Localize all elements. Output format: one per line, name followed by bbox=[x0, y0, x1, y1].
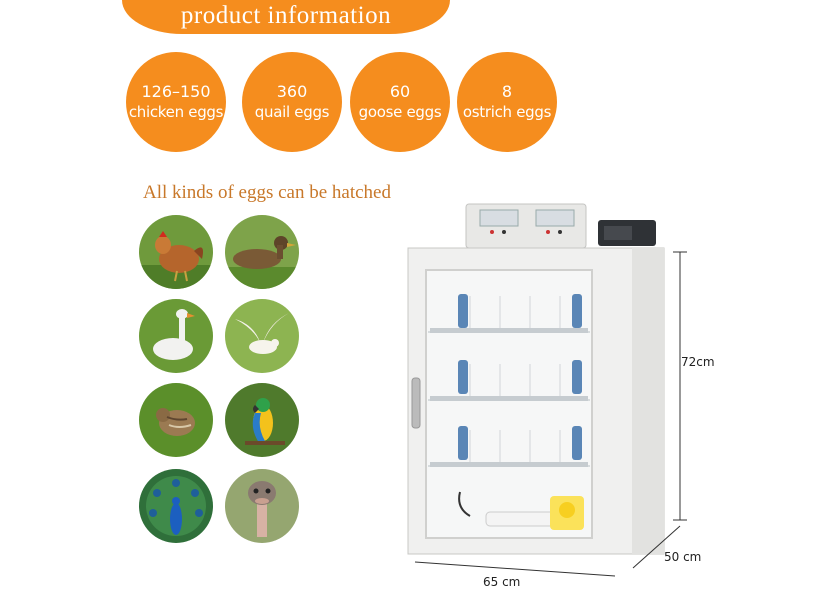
parrot-image bbox=[225, 383, 299, 457]
quail-image bbox=[139, 383, 213, 457]
depth-dimension: 50 cm bbox=[664, 550, 702, 564]
header-banner bbox=[122, 0, 450, 34]
subheading: All kinds of eggs can be hatched bbox=[143, 182, 391, 203]
height-dimension: 72cm bbox=[681, 355, 715, 369]
pigeon-image bbox=[225, 299, 299, 373]
peacock-image bbox=[139, 469, 213, 543]
ostrich-image bbox=[225, 469, 299, 543]
capacity-count: 360 bbox=[276, 82, 308, 101]
capacity-label: goose eggs bbox=[358, 103, 442, 121]
capacity-circle-ostrich: 8 ostrich eggs bbox=[457, 52, 557, 152]
capacity-circle-quail: 360 quail eggs bbox=[242, 52, 342, 152]
dimension-lines bbox=[405, 250, 695, 585]
chicken-image bbox=[139, 215, 213, 289]
capacity-circle-chicken: 126–150 chicken eggs bbox=[126, 52, 226, 152]
header-title: product information bbox=[180, 2, 392, 29]
incubator-image bbox=[400, 200, 690, 585]
capacity-label: quail eggs bbox=[254, 103, 330, 121]
capacity-count: 8 bbox=[501, 82, 513, 101]
capacity-label: chicken eggs bbox=[128, 103, 224, 121]
capacity-count: 126–150 bbox=[141, 82, 211, 101]
goose-image bbox=[139, 299, 213, 373]
capacity-count: 60 bbox=[389, 82, 411, 101]
duck-image bbox=[225, 215, 299, 289]
capacity-circle-goose: 60 goose eggs bbox=[350, 52, 450, 152]
width-dimension: 65 cm bbox=[483, 575, 521, 589]
capacity-label: ostrich eggs bbox=[462, 103, 552, 121]
